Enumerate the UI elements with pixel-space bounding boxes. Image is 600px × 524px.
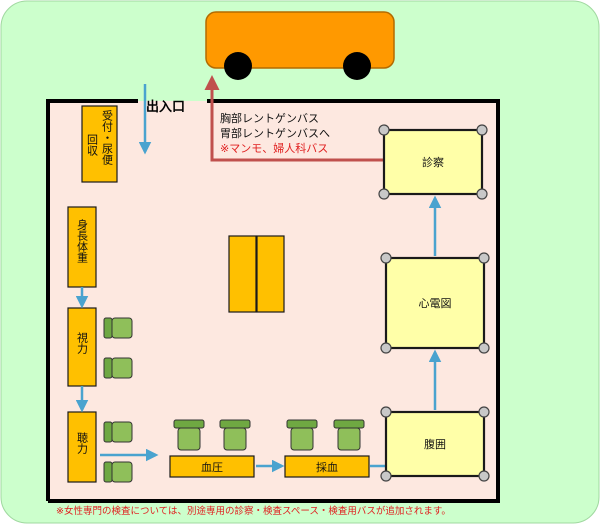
consultation-corner-tl [378,124,390,136]
abdomen-corner-tr [478,406,490,418]
consultation-room [382,128,484,196]
exit-arrow-to-bus [204,75,384,162]
blood-pressure-station [169,455,255,478]
chair-blood-1 [286,419,318,451]
ecg-corner-br [478,342,490,354]
chair-bp-2 [219,419,251,451]
entrance-label: 出入口 [146,99,185,115]
reception-station [81,105,118,183]
center-table-left [228,235,257,313]
blood-pressure-label: 血圧 [201,460,223,474]
ecg-corner-bl [380,342,392,354]
chair-bp-1 [173,419,205,451]
ecg-room [384,256,486,350]
chair-vision-2 [103,357,133,379]
building-walls [46,99,500,503]
vision-label: 視力 [76,331,89,354]
ecg-corner-tr [478,252,490,264]
consultation-corner-br [476,188,488,200]
footnote: ※女性専門の検査については、別途専用の診察・検査スペース・検査用バスが追加されま… [56,505,451,517]
blood-draw-label: 採血 [316,460,338,474]
chair-hearing-1 [103,421,133,443]
bus-note-line2: 胃部レントゲンバスへ [220,126,330,140]
consultation-corner-bl [378,188,390,200]
bus [205,11,395,80]
bus-wheel-rear [343,52,371,80]
reception-label-line1: 受付・尿便 [101,110,114,166]
bus-note-line1: 胸部レントゲンバス [220,111,319,125]
ecg-corner-tl [380,252,392,264]
abdomen-label: 腹囲 [424,437,446,451]
height-weight-label: 身長体重 [76,218,89,263]
abdomen-corner-br [478,470,490,482]
hearing-station [67,411,97,483]
hearing-label: 聴力 [76,432,89,454]
abdomen-room [384,410,486,478]
center-table-right [256,235,285,313]
abdomen-corner-bl [380,470,392,482]
chair-vision-1 [103,317,133,339]
blood-draw-station [284,455,370,478]
bus-body [205,11,395,69]
chair-blood-2 [333,419,365,451]
consultation-corner-tr [476,124,488,136]
bus-note-line3: ※マンモ、婦人科バス [220,141,328,155]
bus-wheel-front [224,52,252,80]
reception-label-line2: 回収 [86,134,99,157]
ecg-label: 心電図 [419,297,452,310]
chair-hearing-2 [103,461,133,483]
consultation-label: 診察 [422,155,444,169]
abdomen-corner-tl [380,406,392,418]
